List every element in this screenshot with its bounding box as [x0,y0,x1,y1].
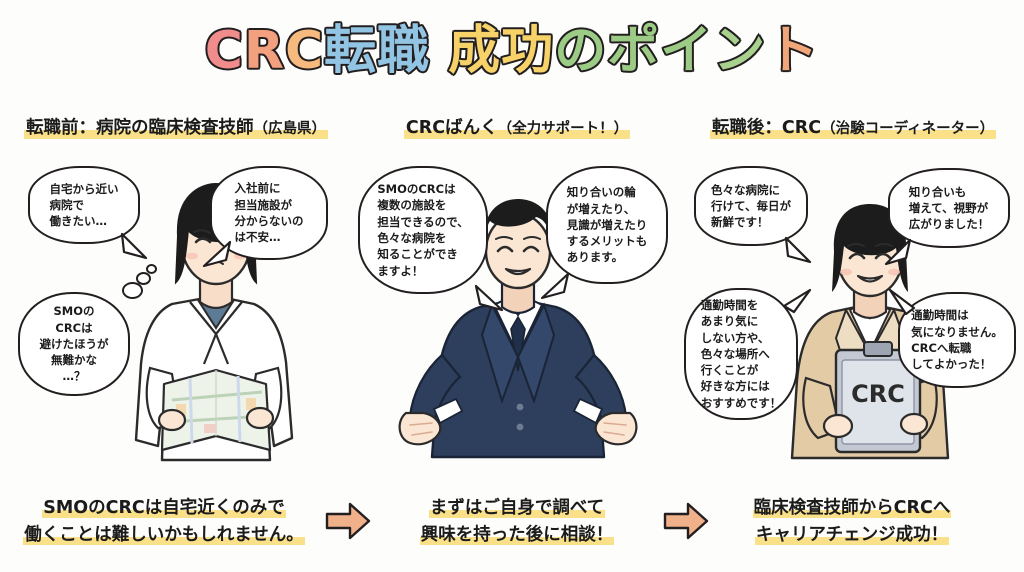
bubble-tail-mid-1 [474,284,504,312]
title-char-7: 功 [500,21,555,81]
bubble-text: 色々な病院に 行けて、毎日が 新鮮です！ [711,182,791,230]
conclusion-left-line1: SMOのCRCは自宅近くのみで [42,498,286,518]
speech-bubble-mid-2: 知り合いの輪 が増えたり、 見識が増えたり するメリットも あります。 [546,166,668,284]
bubble-text: 自宅から近い 病院で 働きたい… [49,181,119,229]
header-left-main: 転職前：病院の臨床検査技師 [26,118,254,138]
column-header-after: 転職後：CRC（治験コーディネーター） [682,114,1024,140]
bubble-tail-right-1 [784,236,812,264]
speech-bubble-right-4: 通勤時間は 気になりません。 CRCへ転職 してよかった！ [898,292,1016,388]
title-char-12: ト [765,21,820,81]
header-left-paren: （広島県） [253,121,327,137]
header-mid-paren: （全力サポート！） [497,121,629,137]
header-mid-main: CRCばんく [405,118,498,138]
bubble-tail-left-1 [120,232,148,260]
conclusion-right: 臨床検査技師からCRCへ キャリアチェンジ成功！ [702,495,1002,553]
conclusion-mid-line1: まずはご自身で調べて [428,498,606,518]
clipboard-illustration: CRC [834,341,922,454]
conclusion-left: SMOのCRCは自宅近くのみで 働くことは難しいかもしれません。 [14,495,314,553]
column-header-crcbank: CRCばんく（全力サポート！） [352,114,682,140]
title-char-2: C [283,21,325,81]
conclusion-left-line2: 働くことは難しいかもしれません。 [23,524,305,545]
page-title: CRC転職成功のポイント [0,16,1024,86]
title-char-9: ポ [606,21,661,81]
person-male-consultant [398,199,638,459]
bubble-text: SMOのCRCは 複数の施設を 担当できるので、 色々な病院を 知ることができ … [377,182,469,278]
conclusion-middle: まずはご自身で調べて 興味を持った後に相談！ [372,495,662,553]
speech-bubble-mid-1: SMOのCRCは 複数の施設を 担当できるので、 色々な病院を 知ることができ … [358,166,488,294]
header-right-paren: （治験コーディネーター） [821,121,995,137]
title-char-8: の [553,21,608,81]
conclusion-right-line1: 臨床検査技師からCRCへ [752,498,952,518]
person-female-crc: CRC [790,204,950,460]
speech-bubble-left-2: 入社前に 担当施設が 分からないの は不安… [210,166,328,260]
thought-dot-medium [136,272,151,285]
conclusion-mid-line2: 興味を持った後に相談！ [419,524,615,545]
thought-dot-small [146,264,157,274]
speech-bubble-right-3: 通勤時間を あまり気に しない方や、 色々な場所へ 行くことが 好きな方には お… [684,288,798,420]
column-header-before: 転職前：病院の臨床検査技師（広島県） [0,114,352,140]
page-title-text: CRC転職成功のポイント [203,21,820,81]
bubble-text: SMOの CRCは 避けたほうが 無難かな …？ [39,304,109,384]
bubble-text: 入社前に 担当施設が 分からないの は不安… [234,181,304,245]
speech-bubble-left-1: 自宅から近い 病院で 働きたい… [28,166,140,244]
clipboard-label: CRC [851,380,905,408]
bubble-text: 知り合いも 増えて、視野が 広がりました！ [908,184,990,232]
thought-bubble-left-3: SMOの CRCは 避けたほうが 無難かな …？ [18,292,130,396]
title-char-4: 職 [376,21,431,81]
bubble-text: 通勤時間を あまり気に しない方や、 色々な場所へ 行くことが 好きな方には お… [700,297,782,410]
bubble-tail-left-2 [202,240,232,268]
arrow-left-to-middle [325,502,371,540]
speech-bubble-right-2: 知り合いも 増えて、視野が 広がりました！ [888,168,1010,248]
bubble-tail-mid-2 [540,272,570,300]
bubble-tail-right-2 [884,238,912,266]
title-char-11: ン [712,21,767,81]
bubble-text: 通勤時間は 気になりません。 CRCへ転職 してよかった！ [911,308,1003,372]
speech-bubble-right-1: 色々な病院に 行けて、毎日が 新鮮です！ [694,166,808,246]
thought-dot-large [122,282,143,299]
arrow-middle-to-right [663,502,709,540]
title-char-1: R [242,21,285,81]
bubble-text: 知り合いの輪 が増えたり、 見識が増えたり するメリットも あります。 [566,185,648,265]
header-right-main: 転職後：CRC [711,118,822,138]
map-illustration [160,368,272,452]
title-char-10: イ [659,21,714,81]
conclusion-right-line2: キャリアチェンジ成功！ [754,524,950,545]
title-char-3: 転 [323,21,378,81]
bubble-tail-right-3 [782,288,812,314]
title-char-0: C [203,21,244,81]
title-char-6: 成 [447,21,502,81]
bubble-tail-right-4 [888,288,916,316]
